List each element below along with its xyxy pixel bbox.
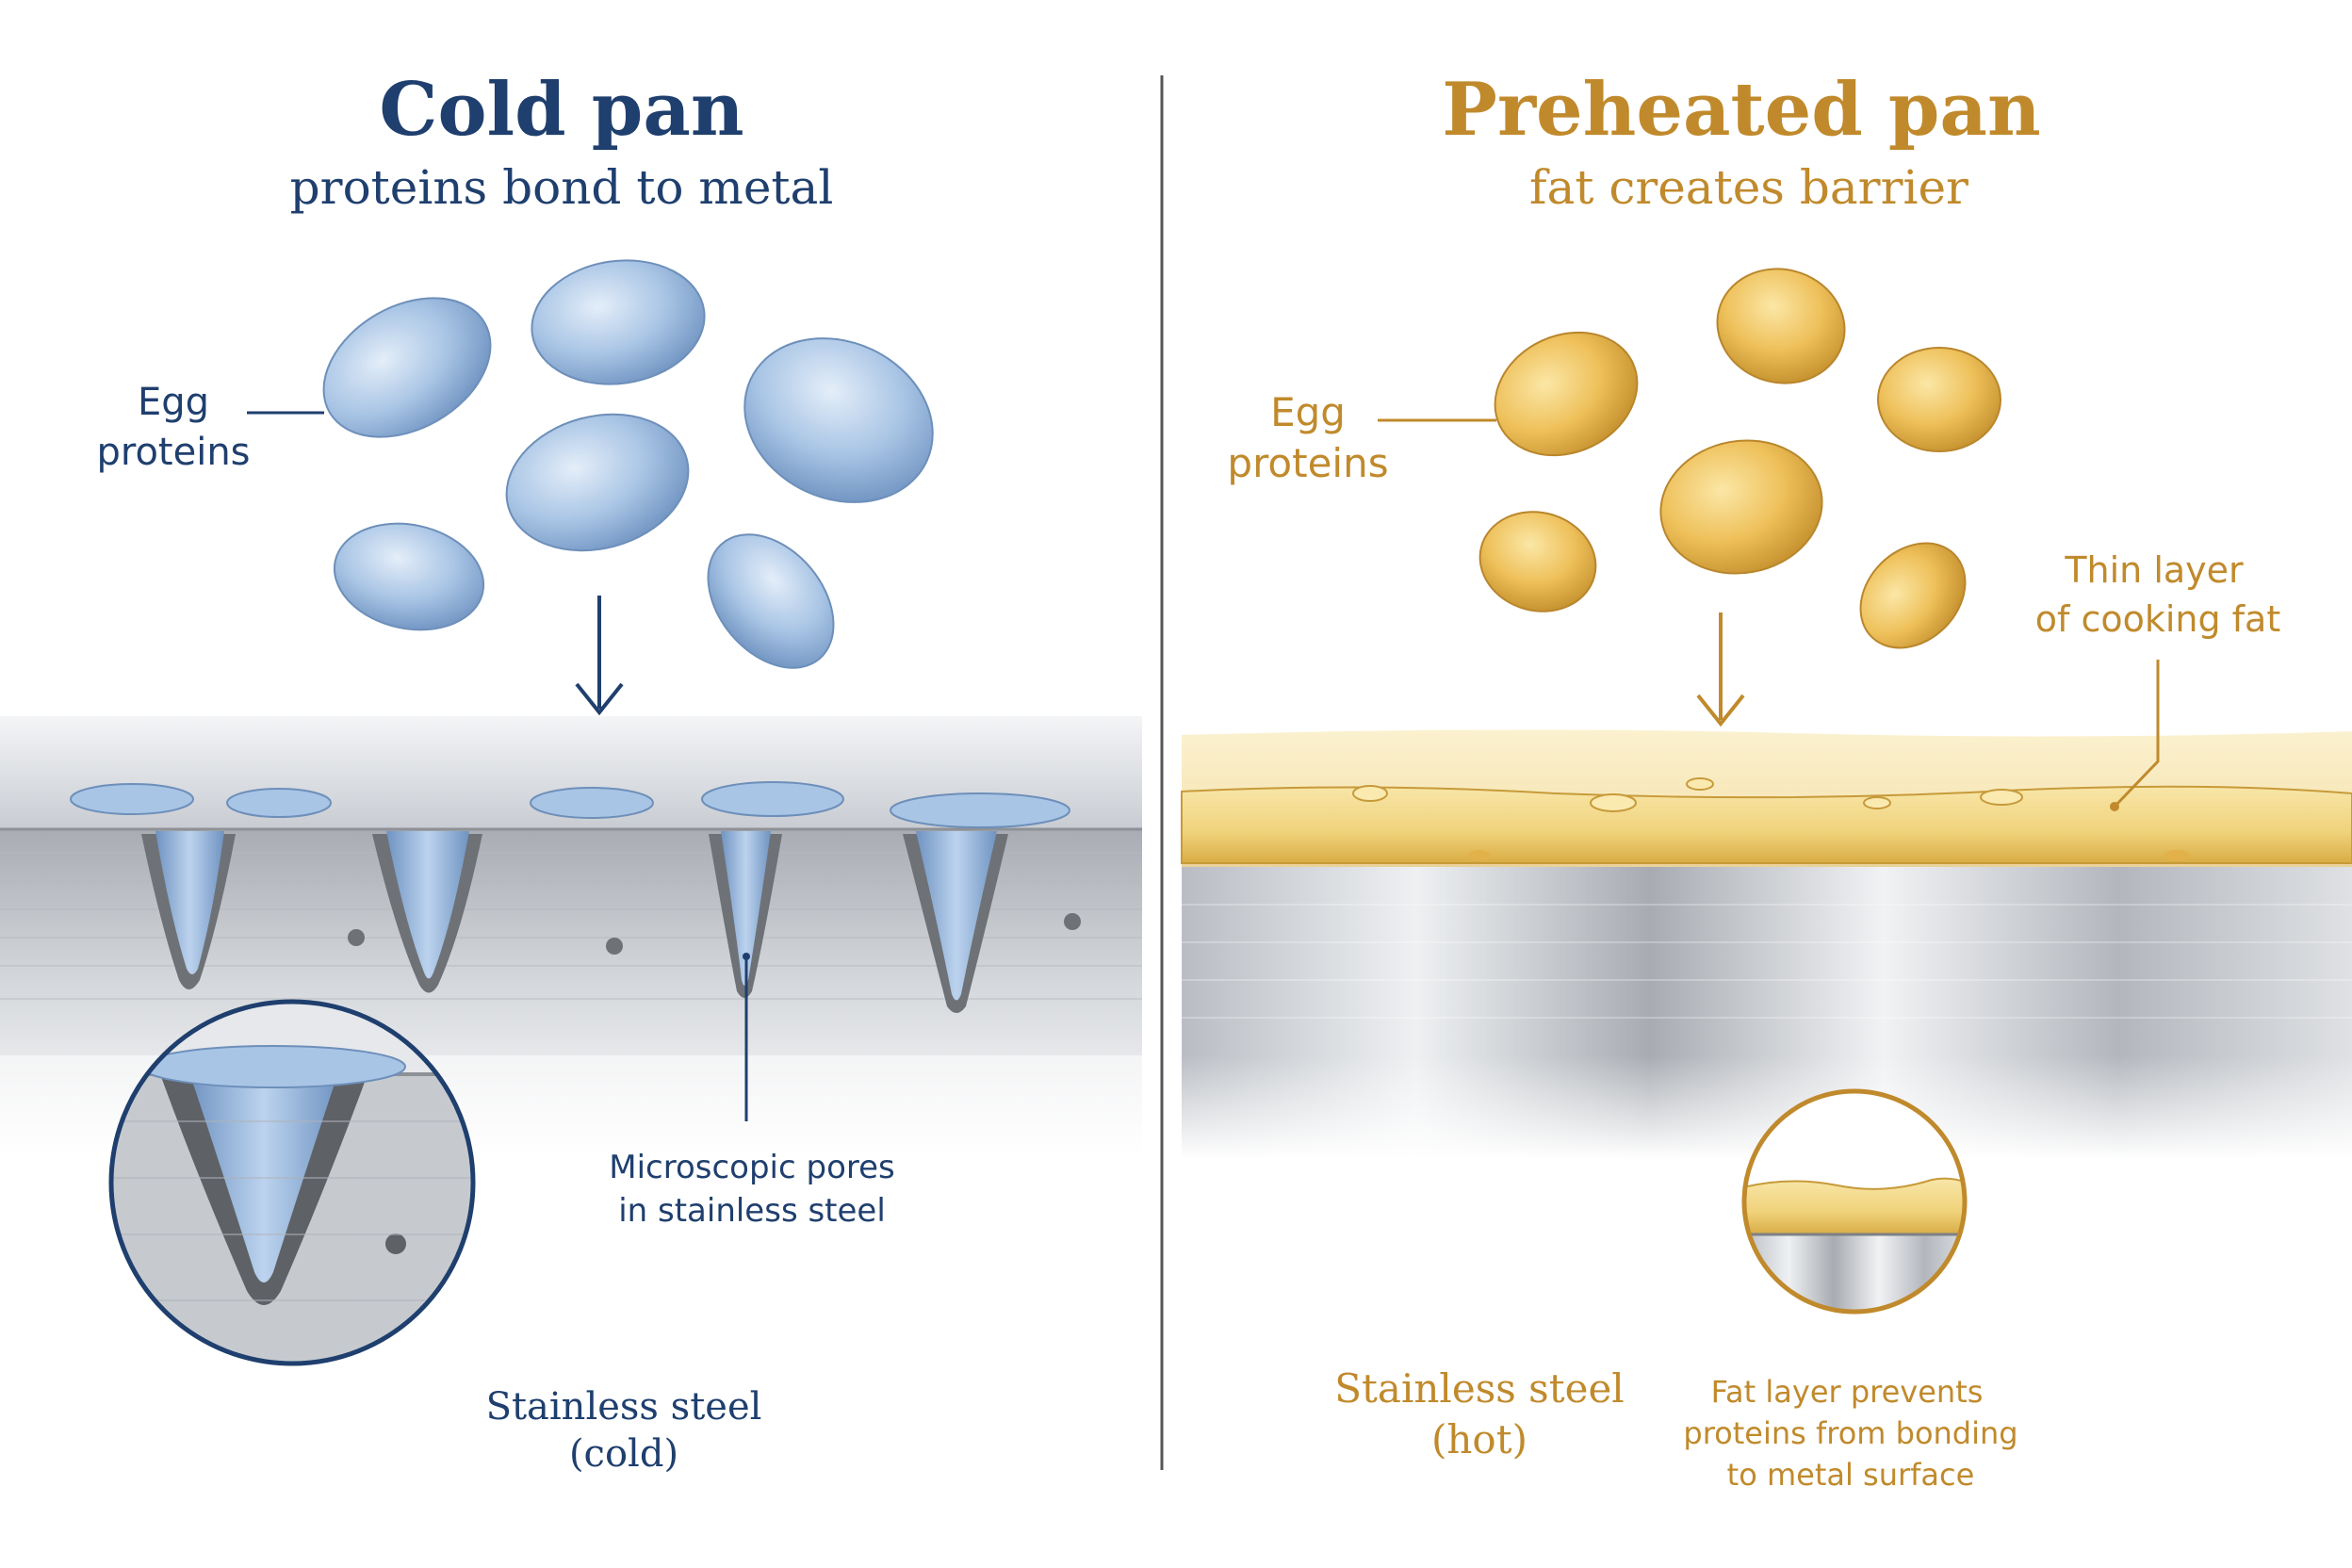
cold-protein-blob bbox=[707, 533, 835, 669]
cold-protein-blob bbox=[333, 522, 485, 631]
barrier-label-line3: to metal surface bbox=[1727, 1457, 1975, 1493]
barrier-label-line1: Fat layer prevents bbox=[1711, 1374, 1984, 1410]
cold-pan-title: Cold pan bbox=[379, 67, 743, 153]
cold-protein-blob bbox=[531, 259, 706, 385]
barrier-label-line2: proteins from bonding bbox=[1683, 1415, 2017, 1451]
cold-egg-label-line1: Egg bbox=[138, 381, 209, 424]
hot-protein-blob bbox=[1659, 439, 1823, 575]
preheated-pan-panel: Preheated pan fat creates barrier Egg pr… bbox=[1181, 67, 2352, 1493]
fat-label-line2: of cooking fat bbox=[2035, 598, 2281, 640]
cold-protein-blob bbox=[505, 413, 690, 552]
cold-pan-subtitle: proteins bond to metal bbox=[290, 160, 834, 215]
steel-pores bbox=[141, 831, 1081, 1013]
hot-egg-proteins bbox=[1478, 268, 2001, 649]
cold-protein-blob bbox=[322, 297, 492, 438]
hot-steel-label-line1: Stainless steel bbox=[1334, 1365, 1625, 1412]
fat-label-line1: Thin layer bbox=[2064, 549, 2244, 591]
cold-protein-blob bbox=[743, 337, 934, 503]
hot-egg-label-line1: Egg bbox=[1270, 389, 1346, 435]
pores-label-line1: Microscopic pores bbox=[609, 1149, 895, 1186]
cold-magnifier bbox=[108, 999, 476, 1366]
cold-down-arrow bbox=[575, 596, 624, 716]
fat-layer bbox=[1181, 729, 2352, 867]
hot-protein-blob bbox=[1859, 542, 1967, 649]
cold-pan-panel: Cold pan proteins bond to metal Egg prot… bbox=[0, 67, 1142, 1476]
pores-callout: Microscopic pores in stainless steel bbox=[609, 953, 895, 1230]
hot-steel-label: Stainless steel (hot) bbox=[1334, 1365, 1625, 1462]
hot-protein-blob bbox=[1478, 511, 1597, 612]
cold-steel-label: Stainless steel (cold) bbox=[486, 1385, 762, 1476]
fat-leader-line bbox=[2113, 660, 2160, 808]
barrier-label: Fat layer prevents proteins from bonding… bbox=[1683, 1374, 2017, 1493]
preheated-pan-subtitle: fat creates barrier bbox=[1529, 160, 1968, 215]
hot-protein-blob bbox=[1877, 347, 2001, 452]
hot-steel-block bbox=[1182, 867, 2352, 1159]
hot-egg-label: Egg proteins bbox=[1227, 389, 1496, 486]
hot-steel-label-line2: (hot) bbox=[1431, 1416, 1527, 1462]
cold-egg-label: Egg proteins bbox=[96, 381, 324, 474]
hot-protein-blob bbox=[1494, 331, 1639, 457]
cold-egg-proteins bbox=[322, 259, 934, 669]
fat-callout: Thin layer of cooking fat bbox=[2035, 549, 2281, 811]
hot-egg-label-line2: proteins bbox=[1227, 440, 1388, 486]
cold-egg-label-line2: proteins bbox=[96, 431, 250, 474]
pores-label-line2: in stainless steel bbox=[618, 1192, 886, 1230]
preheated-pan-title: Preheated pan bbox=[1442, 67, 2040, 153]
hot-protein-blob bbox=[1716, 268, 1846, 384]
cold-steel-label-line1: Stainless steel bbox=[486, 1385, 762, 1429]
cold-steel-label-line2: (cold) bbox=[569, 1432, 678, 1476]
hot-down-arrow bbox=[1696, 612, 1745, 727]
hot-magnifier bbox=[1741, 1088, 1968, 1315]
